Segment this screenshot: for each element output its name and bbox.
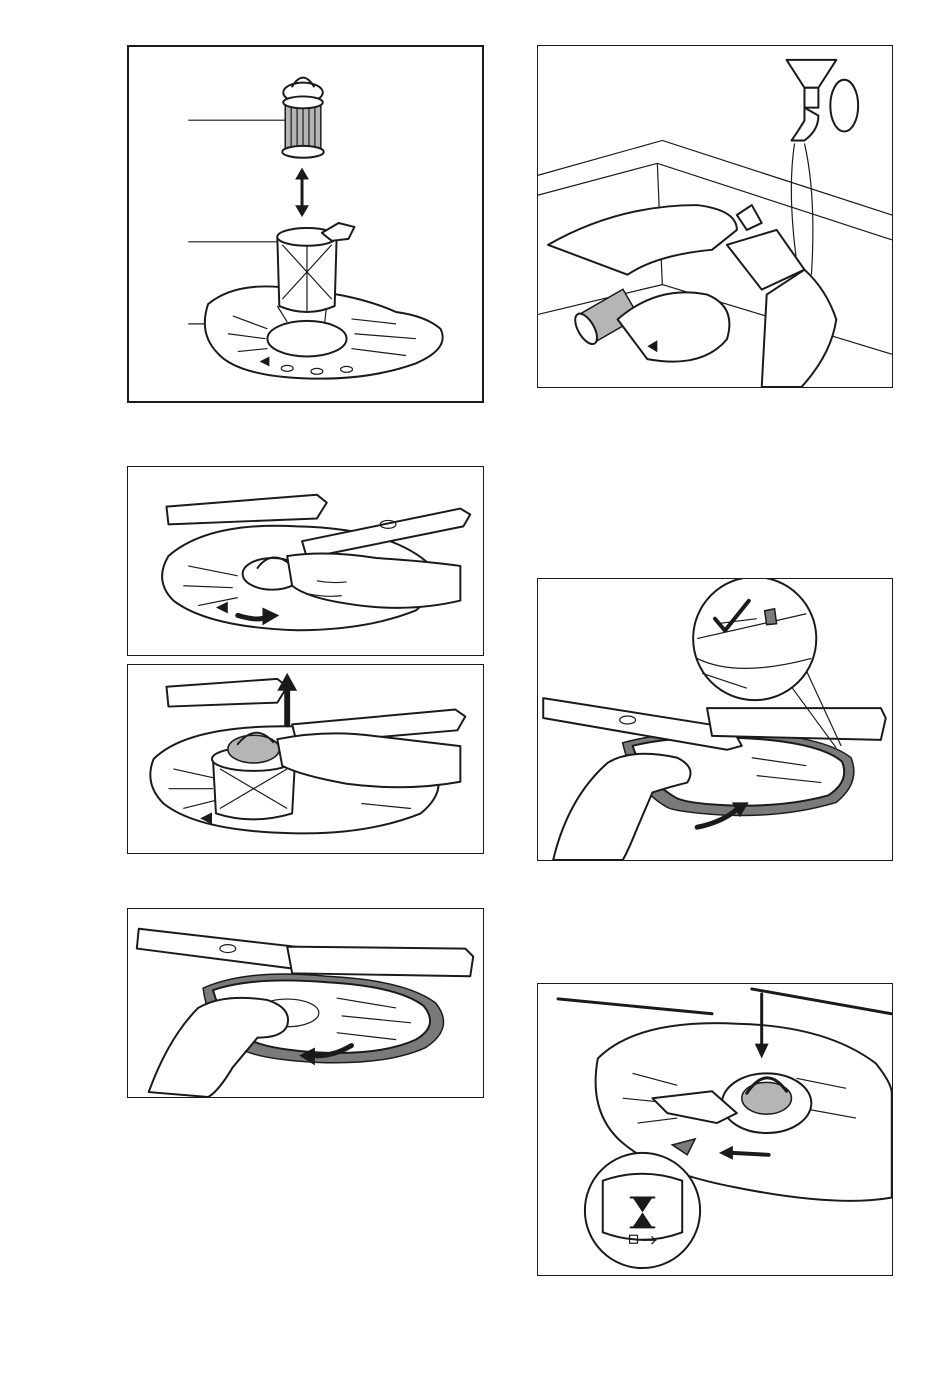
lift-filter-illustration <box>128 665 483 853</box>
lower-spray-arm <box>166 495 326 525</box>
figure-turn-handle <box>127 466 484 656</box>
detail-magnifier <box>693 579 816 700</box>
figure-rinse-filters <box>537 45 893 388</box>
lower-spray-arm <box>166 679 287 707</box>
lower-spray-arm-second <box>287 947 473 977</box>
right-hand <box>762 270 837 387</box>
figure-lock-filter <box>537 983 893 1276</box>
double-arrow-icon <box>295 168 309 217</box>
detail-magnifier <box>585 1153 700 1268</box>
tap <box>787 60 859 141</box>
filter-parts-illustration <box>129 47 482 401</box>
fine-filter <box>282 78 324 158</box>
figure-refit-flat-filter <box>537 578 893 861</box>
lower-spray-arm-second <box>707 708 886 740</box>
rinse-filters-illustration <box>538 46 892 387</box>
figure-lift-filter <box>127 664 484 854</box>
flat-filter-plate <box>618 292 730 361</box>
figure-filter-parts <box>127 45 484 403</box>
remove-flat-filter-illustration <box>128 909 483 1097</box>
left-hand <box>548 205 737 275</box>
figure-remove-flat-filter <box>127 908 484 1098</box>
lock-filter-illustration <box>538 984 892 1275</box>
turn-handle-illustration <box>128 467 483 655</box>
refit-flat-filter-illustration <box>538 579 892 860</box>
